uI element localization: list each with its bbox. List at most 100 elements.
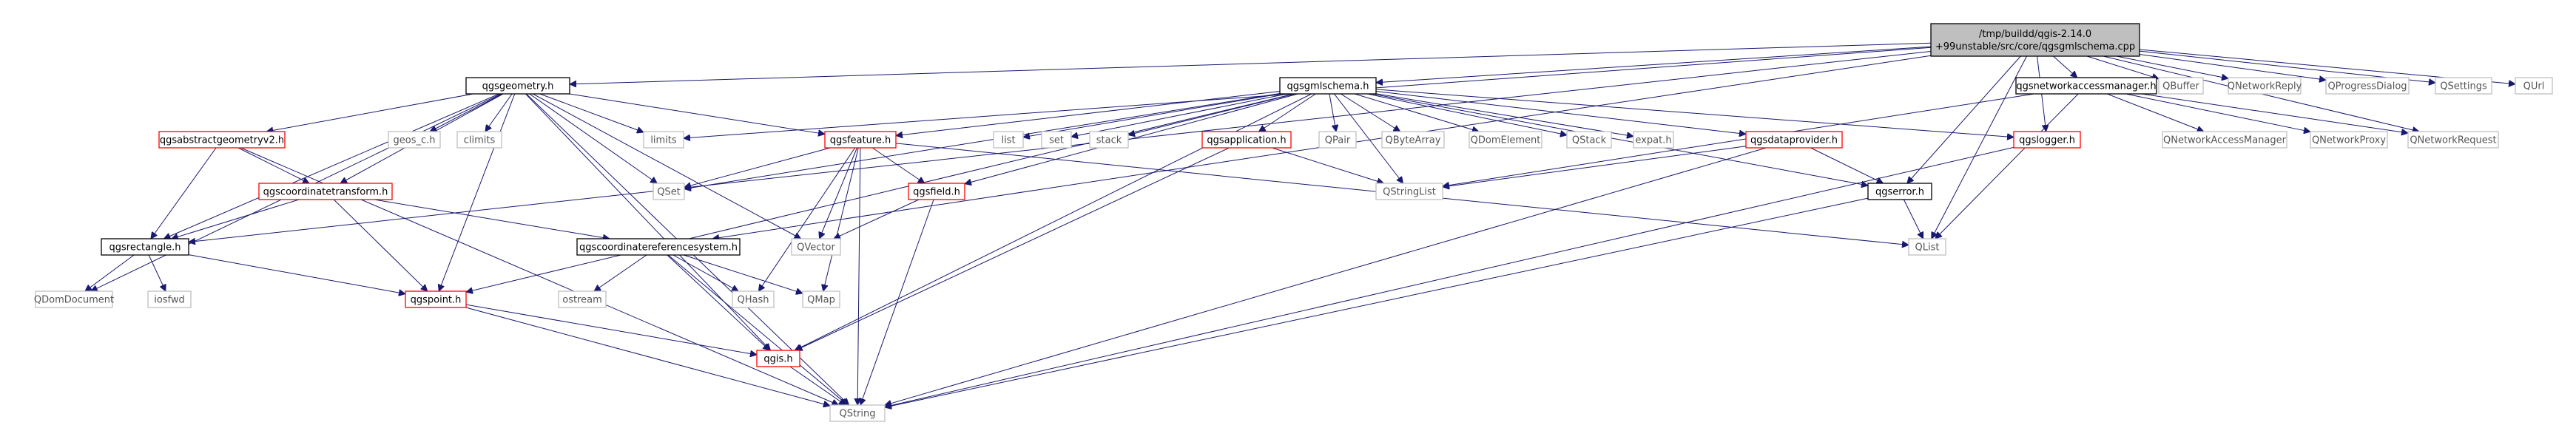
edge-qgscoordinatereferencesystem-to-QHash bbox=[672, 254, 738, 291]
node-label: set bbox=[1049, 135, 1064, 146]
edge-qgsgeometry-to-qgspoint bbox=[439, 93, 516, 291]
edge-line bbox=[1071, 93, 1287, 137]
edge-line bbox=[569, 93, 825, 134]
edge-line bbox=[896, 91, 1281, 136]
edge-qgsgmlschema-to-QDomElement bbox=[1355, 93, 1479, 132]
node-label: QVector bbox=[797, 242, 835, 254]
node-label: qgsfield.h bbox=[913, 187, 960, 198]
node-QDomDocument: QDomDocument bbox=[34, 290, 114, 308]
edge-qgsgeometry-to-climits bbox=[485, 93, 513, 132]
node-box bbox=[2013, 131, 2081, 149]
edge-qgsgmlschema-to-QStack bbox=[1367, 93, 1567, 135]
edge-qgslogger-to-QString bbox=[885, 146, 2014, 407]
edge-line bbox=[885, 147, 1767, 405]
node-QStack: QStack bbox=[1566, 131, 1612, 149]
node-qgspoint[interactable]: qgspoint.h bbox=[405, 290, 467, 308]
edge-line bbox=[1334, 93, 1403, 183]
node-QVector: QVector bbox=[791, 238, 841, 256]
node-qgis[interactable]: qgis.h bbox=[756, 350, 800, 367]
node-label: QDomDocument bbox=[34, 295, 114, 306]
node-ostream: ostream bbox=[558, 290, 607, 308]
edge-qgscoordinatereferencesystem-to-qgis bbox=[667, 254, 769, 350]
node-label: QHash bbox=[738, 295, 769, 306]
edge-line bbox=[1935, 93, 2079, 239]
edge-qgsgeometry-to-qgsrectangle bbox=[163, 93, 499, 239]
edge-qgsgmlschema-to-qgspoint bbox=[466, 93, 1295, 292]
edge-qgscoordinatetransform-to-qgsrectangle bbox=[172, 199, 300, 239]
node-qgserror[interactable]: qgserror.h bbox=[1867, 183, 1932, 200]
node-box bbox=[993, 131, 1024, 149]
edge-line bbox=[2116, 55, 2228, 78]
node-box bbox=[2228, 77, 2302, 95]
node-label: qgsfeature.h bbox=[830, 135, 891, 146]
node-qgsfield[interactable]: qgsfield.h bbox=[908, 183, 965, 200]
node-qgsgeometry[interactable]: qgsgeometry.h bbox=[465, 77, 570, 95]
node-label: stack bbox=[1096, 135, 1122, 146]
edge-line bbox=[1329, 93, 1336, 132]
node-label: qgserror.h bbox=[1875, 187, 1924, 198]
edge-line bbox=[1375, 93, 1633, 137]
edge-root-to-QList bbox=[1932, 55, 2027, 239]
edge-line bbox=[374, 199, 610, 239]
node-root[interactable]: /tmp/buildd/qgis-2.14.0+99unstable/src/c… bbox=[1930, 23, 2140, 57]
edge-qgsgmlschema-to-list bbox=[1023, 93, 1281, 137]
edge-layer bbox=[85, 42, 2515, 407]
node-box bbox=[732, 290, 775, 308]
node-qgsapplication[interactable]: qgsapplication.h bbox=[1201, 131, 1292, 149]
node-iosfwd: iosfwd bbox=[147, 290, 192, 308]
edge-qgsfield-to-QVector bbox=[834, 199, 920, 239]
edge-line bbox=[485, 93, 513, 132]
node-geos_c: geos_c.h bbox=[388, 131, 441, 149]
node-qgscoordinatereferencesystem[interactable]: qgscoordinatereferencesystem.h bbox=[576, 238, 741, 256]
edge-qgsabstractgeometryv2-to-qgsrectangle bbox=[151, 147, 217, 239]
edge-root-to-qgserror bbox=[1907, 55, 2021, 183]
edge-qgserror-to-QList bbox=[1903, 199, 1923, 239]
node-qgsnetworkaccessmanager[interactable]: qgsnetworkaccessmanager.h bbox=[2015, 77, 2157, 95]
edge-qgsgeometry-to-qgsabstractgeometryv2 bbox=[266, 93, 473, 132]
node-layer: /tmp/buildd/qgis-2.14.0+99unstable/src/c… bbox=[34, 23, 2553, 422]
edge-line bbox=[1355, 93, 1479, 132]
node-label: ostream bbox=[562, 295, 602, 306]
node-label: qgsgeometry.h bbox=[482, 81, 554, 92]
edge-line bbox=[151, 147, 217, 239]
edge-qgsgeometry-to-geos_c bbox=[430, 93, 503, 132]
edge-line bbox=[533, 93, 800, 239]
node-QNetworkAccessManager: QNetworkAccessManager bbox=[2162, 131, 2287, 149]
edge-line bbox=[857, 147, 860, 405]
node-qgsgmlschema[interactable]: qgsgmlschema.h bbox=[1279, 77, 1377, 95]
node-box bbox=[1279, 77, 1377, 95]
node-box bbox=[405, 290, 467, 308]
node-qgsfeature[interactable]: qgsfeature.h bbox=[824, 131, 897, 149]
node-label: climits bbox=[464, 135, 496, 146]
node-label: QPair bbox=[1325, 135, 1351, 146]
edge-line bbox=[871, 147, 925, 183]
edge-qgscoordinatetransform-to-qgscoordinatereferencesystem bbox=[374, 199, 610, 239]
edge-line bbox=[1376, 46, 1932, 83]
node-label: qgslogger.h bbox=[2019, 135, 2075, 146]
node-label: qgsdataprovider.h bbox=[1750, 135, 1838, 146]
edge-line bbox=[188, 254, 405, 294]
node-qgslogger[interactable]: qgslogger.h bbox=[2013, 131, 2081, 149]
edge-line bbox=[820, 147, 857, 239]
node-set: set bbox=[1041, 131, 1072, 149]
edge-qgsgmlschema-to-qgsfield bbox=[965, 93, 1298, 184]
node-box bbox=[1375, 183, 1443, 200]
node-box bbox=[1318, 131, 1357, 149]
node-label: +99unstable/src/core/qgsgmlschema.cpp bbox=[1935, 41, 2135, 52]
edge-qgis-to-QString bbox=[789, 366, 846, 405]
node-qgsabstractgeometryv2[interactable]: qgsabstractgeometryv2.h bbox=[158, 131, 286, 149]
node-label: QUrl bbox=[2523, 81, 2545, 92]
node-qgscoordinatetransform[interactable]: qgscoordinatetransform.h bbox=[258, 183, 393, 200]
edge-root-to-qgsgmlschema bbox=[1376, 46, 1932, 83]
node-label: QNetworkRequest bbox=[2410, 135, 2496, 146]
node-QByteArray: QByteArray bbox=[1381, 131, 1445, 149]
edge-qgsfeature-to-QString bbox=[857, 147, 860, 405]
node-QHash: QHash bbox=[732, 290, 775, 308]
edge-qgsfeature-to-QHash bbox=[758, 147, 856, 291]
node-qgsdataprovider[interactable]: qgsdataprovider.h bbox=[1745, 131, 1843, 149]
node-box bbox=[1201, 131, 1292, 149]
node-qgsrectangle[interactable]: qgsrectangle.h bbox=[101, 238, 189, 256]
edge-qgsnetworkaccessmanager-to-QNetworkProxy bbox=[2125, 93, 2310, 132]
edge-qgscoordinatereferencesystem-to-ostream bbox=[594, 254, 647, 291]
edge-line bbox=[594, 254, 647, 291]
